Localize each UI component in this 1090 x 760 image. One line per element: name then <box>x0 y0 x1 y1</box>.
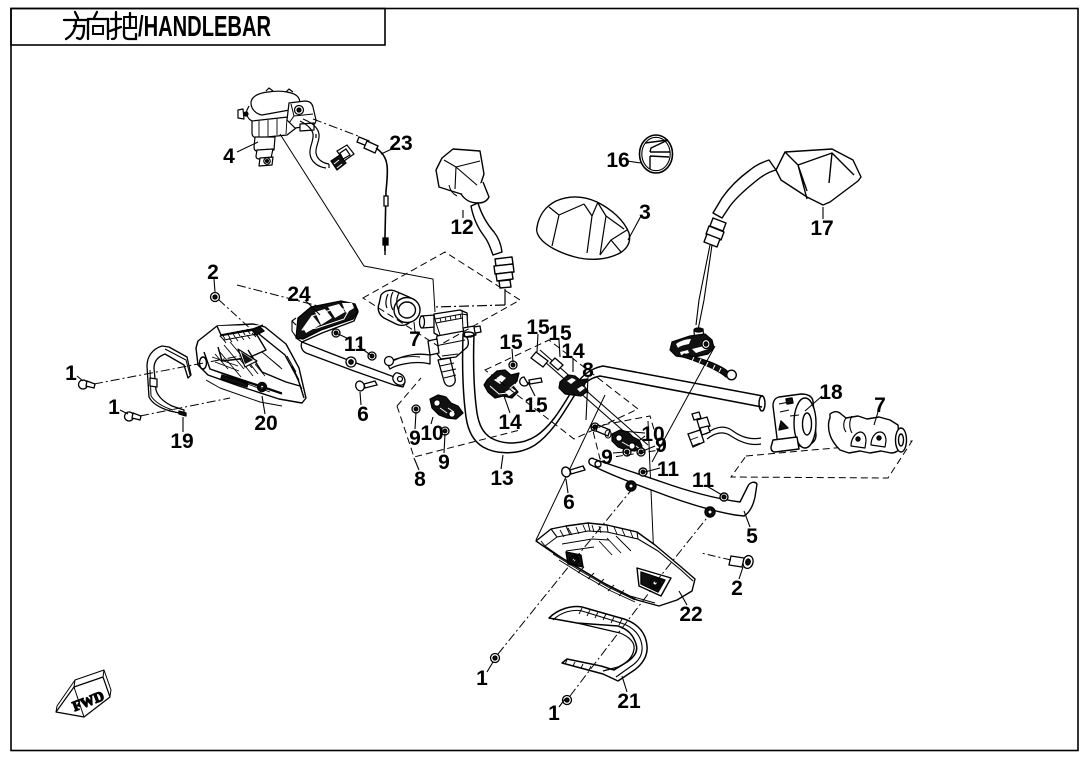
svg-text:15: 15 <box>499 331 523 354</box>
svg-text:24: 24 <box>287 283 311 306</box>
svg-text:15: 15 <box>526 316 550 339</box>
svg-text:14: 14 <box>561 340 585 363</box>
svg-text:9: 9 <box>409 427 421 450</box>
svg-text:13: 13 <box>490 467 513 490</box>
svg-text:10: 10 <box>420 422 443 445</box>
svg-text:23: 23 <box>389 132 412 155</box>
svg-text:9: 9 <box>601 446 613 469</box>
svg-text:10: 10 <box>641 423 664 446</box>
svg-text:2: 2 <box>731 577 743 600</box>
svg-text:7: 7 <box>874 394 886 417</box>
svg-text:21: 21 <box>617 690 641 713</box>
svg-text:11: 11 <box>692 469 715 492</box>
svg-text:17: 17 <box>810 217 833 240</box>
svg-text:11: 11 <box>344 333 367 356</box>
svg-text:9: 9 <box>438 451 450 474</box>
svg-text:5: 5 <box>746 525 758 548</box>
svg-text:9: 9 <box>655 434 667 457</box>
svg-text:4: 4 <box>223 145 235 168</box>
svg-text:1: 1 <box>476 667 488 690</box>
svg-text:15: 15 <box>524 394 548 417</box>
svg-text:15: 15 <box>548 322 572 345</box>
svg-text:7: 7 <box>409 328 421 351</box>
svg-text:6: 6 <box>563 491 575 514</box>
svg-text:18: 18 <box>819 381 843 404</box>
svg-text:16: 16 <box>606 149 629 172</box>
svg-text:2: 2 <box>207 261 219 284</box>
svg-text:8: 8 <box>414 468 426 491</box>
svg-text:1: 1 <box>65 362 77 385</box>
svg-text:14: 14 <box>498 411 522 434</box>
svg-text:3: 3 <box>639 201 651 224</box>
svg-text:6: 6 <box>357 403 369 426</box>
svg-text:22: 22 <box>679 603 702 626</box>
svg-text:11: 11 <box>657 458 680 481</box>
svg-text:8: 8 <box>582 359 594 382</box>
svg-text:/HANDLEBAR: /HANDLEBAR <box>138 11 271 43</box>
svg-text:19: 19 <box>170 430 193 453</box>
svg-text:20: 20 <box>254 412 277 435</box>
svg-text:1: 1 <box>548 702 560 725</box>
svg-text:12: 12 <box>450 216 473 239</box>
svg-text:1: 1 <box>108 396 120 419</box>
